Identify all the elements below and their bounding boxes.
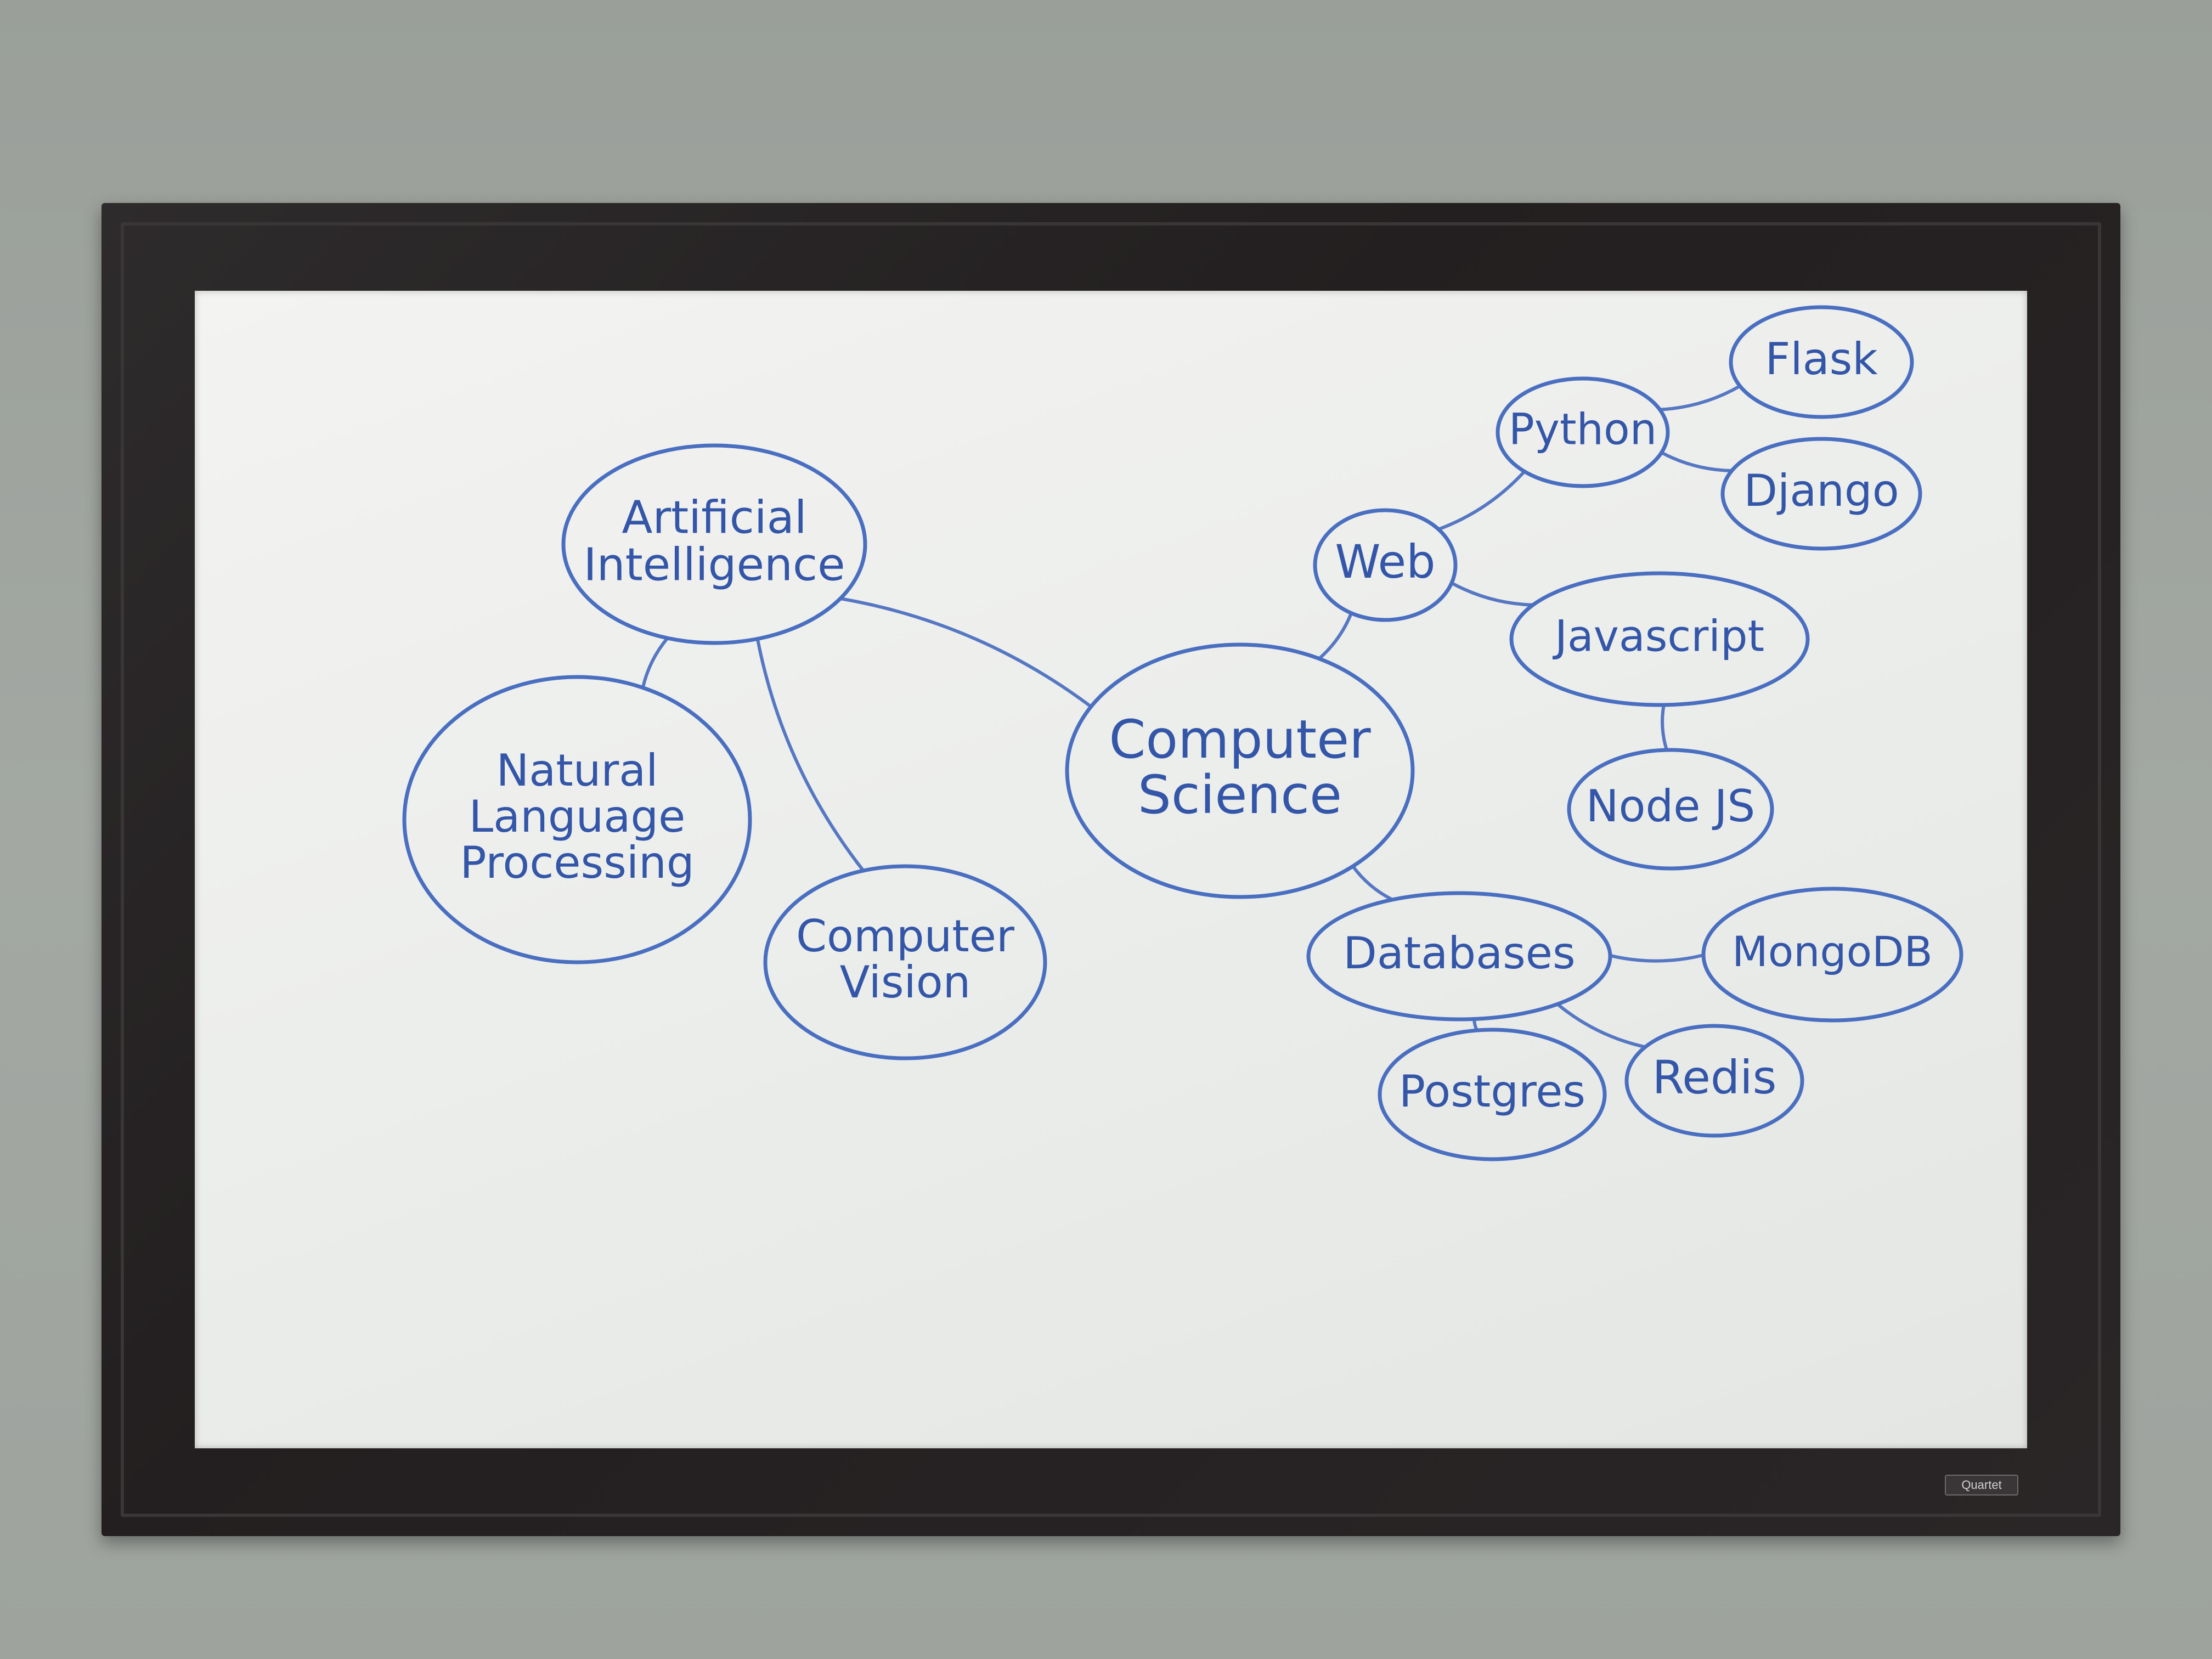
javascript-label-line: Javascript: [1552, 612, 1764, 661]
python-label-line: Python: [1509, 405, 1657, 454]
mongodb-label-line: MongoDB: [1732, 927, 1933, 976]
mind-map-links: [641, 384, 1742, 1049]
redis-label-line: Redis: [1652, 1051, 1777, 1104]
node-postgres: Postgres: [1378, 1028, 1607, 1161]
flask-bubble: [1729, 305, 1914, 419]
web-bubble: [1313, 508, 1458, 622]
natural-language-processing-bubble: [402, 675, 752, 964]
web-label-line: Web: [1335, 535, 1435, 589]
artificial-intelligence-bubble: [561, 443, 867, 645]
node-web: Web: [1313, 508, 1458, 622]
node-python: Python: [1496, 376, 1670, 488]
node-flask: Flask: [1729, 305, 1914, 419]
computer-vision-label-line: Vision: [840, 957, 971, 1008]
link-python-to-flask: [1658, 384, 1742, 411]
computer-science-label-line: Science: [1138, 764, 1342, 826]
node-mongodb: MongoDB: [1701, 887, 1963, 1023]
django-bubble: [1720, 437, 1922, 551]
node-javascript: Javascript: [1509, 571, 1810, 707]
link-javascript-to-node-js: [1661, 703, 1668, 752]
link-python-to-django: [1660, 451, 1734, 472]
link-databases-to-mongodb: [1609, 953, 1705, 963]
postgres-label-line: Postgres: [1399, 1066, 1585, 1117]
node-redis: Redis: [1624, 1024, 1804, 1138]
javascript-bubble: [1509, 571, 1810, 707]
django-label-line: Django: [1743, 465, 1899, 516]
python-bubble: [1496, 376, 1670, 488]
mind-map-nodes: ComputerScienceArtificialIntelligenceNat…: [402, 305, 1963, 1161]
link-artificial-intelligence-to-natural-language-processing: [641, 636, 669, 690]
link-computer-science-to-web: [1317, 611, 1353, 661]
natural-language-processing-label-line: Language: [469, 791, 686, 842]
databases-bubble: [1306, 891, 1612, 1022]
databases-label-line: Databases: [1343, 928, 1575, 979]
mind-map-diagram: ComputerScienceArtificialIntelligenceNat…: [402, 305, 1963, 1161]
node-js-label-line: Node JS: [1586, 781, 1756, 832]
node-django: Django: [1720, 437, 1922, 551]
link-web-to-python: [1437, 470, 1526, 531]
link-artificial-intelligence-to-computer-vision: [755, 637, 865, 872]
node-js-bubble: [1567, 748, 1774, 871]
link-computer-science-to-databases: [1351, 865, 1394, 901]
mongodb-bubble: [1701, 887, 1963, 1023]
link-computer-science-to-artificial-intelligence: [838, 597, 1093, 709]
artificial-intelligence-label-line: Artificial: [622, 492, 806, 544]
computer-vision-bubble: [763, 864, 1047, 1060]
postgres-bubble: [1378, 1028, 1607, 1161]
natural-language-processing-label-line: Natural: [496, 745, 658, 796]
computer-vision-label-line: Computer: [796, 911, 1014, 962]
frame-bevel: [121, 222, 2101, 1517]
flask-label-line: Flask: [1765, 334, 1878, 385]
link-databases-to-redis: [1555, 1002, 1647, 1049]
node-databases: Databases: [1306, 891, 1612, 1022]
link-web-to-javascript: [1450, 581, 1535, 607]
brand-logo: Quartet: [1945, 1475, 2018, 1496]
computer-science-label-line: Computer: [1109, 709, 1371, 770]
redis-bubble: [1624, 1024, 1804, 1138]
node-node-js: Node JS: [1567, 748, 1774, 871]
natural-language-processing-label-line: Processing: [460, 837, 694, 888]
artificial-intelligence-label-line: Intelligence: [583, 539, 845, 591]
computer-science-bubble: [1065, 642, 1415, 899]
